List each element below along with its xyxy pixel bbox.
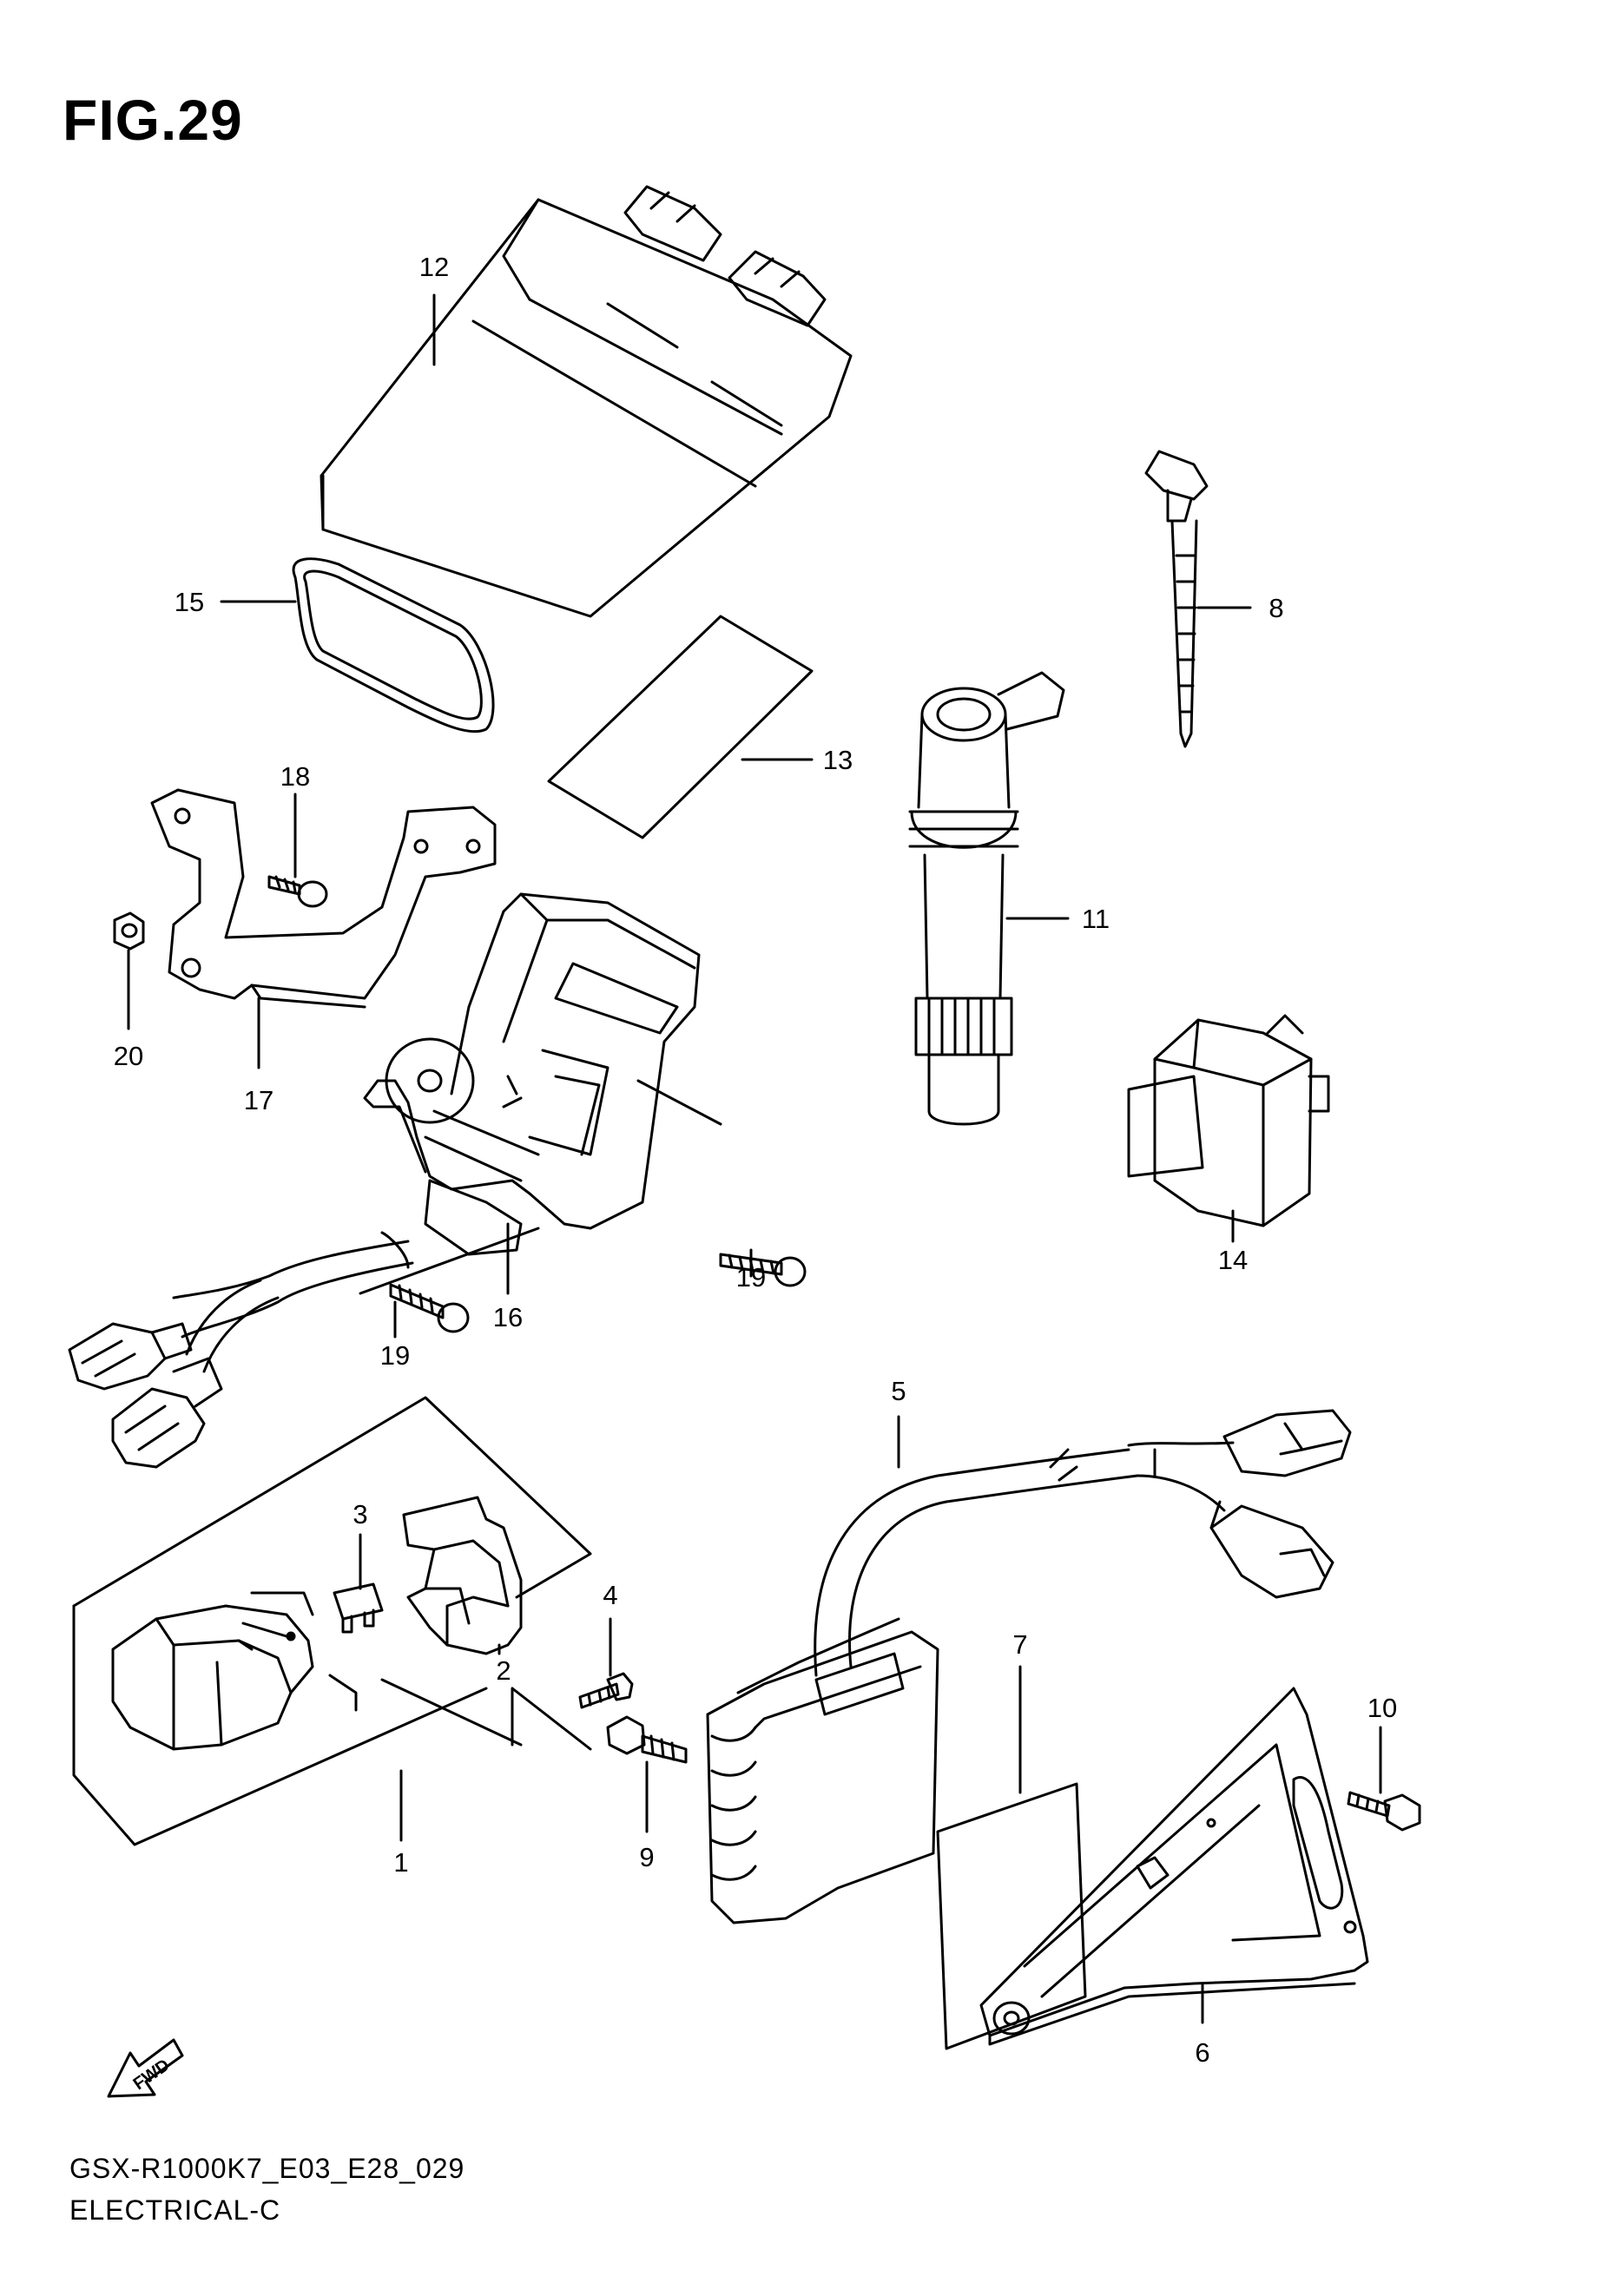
screw-part-19-a bbox=[636, 1079, 807, 1287]
relay-cover-part-2 bbox=[402, 1496, 523, 1655]
part-3-label: 3 bbox=[353, 1499, 367, 1530]
part-17-label: 17 bbox=[244, 1085, 273, 1115]
seal-part-15 bbox=[292, 557, 495, 734]
figure-title: FIG.29 bbox=[63, 88, 243, 152]
starter-relay-assembly-part-1 bbox=[72, 1396, 592, 1846]
part-14-callout: 14 bbox=[1218, 1209, 1248, 1275]
part-13-label: 13 bbox=[823, 745, 853, 775]
part-9-label: 9 bbox=[639, 1842, 654, 1872]
part-19-callout-a: 19 bbox=[736, 1248, 766, 1293]
screw-part-19-b bbox=[359, 1227, 540, 1333]
part-15-callout: 15 bbox=[175, 587, 297, 617]
part-12-label: 12 bbox=[419, 252, 449, 282]
part-8-label: 8 bbox=[1268, 593, 1283, 623]
model-code: GSX-R1000K7_E03_E28_029 bbox=[69, 2153, 465, 2184]
part-5-label: 5 bbox=[891, 1376, 906, 1406]
part-8-callout: 8 bbox=[1196, 593, 1284, 623]
part-20-label: 20 bbox=[114, 1041, 143, 1071]
part-18-callout: 18 bbox=[280, 761, 310, 878]
part-16-label: 16 bbox=[493, 1302, 523, 1332]
part-5-callout: 5 bbox=[891, 1376, 906, 1469]
part-19-callout-b: 19 bbox=[380, 1300, 410, 1371]
regulator-part-5 bbox=[706, 1409, 1352, 1924]
part-11-label: 11 bbox=[1082, 904, 1110, 934]
part-17-callout: 17 bbox=[244, 997, 273, 1115]
part-2-label: 2 bbox=[496, 1655, 511, 1686]
part-1-label: 1 bbox=[393, 1847, 408, 1878]
part-6-label: 6 bbox=[1195, 2037, 1209, 2068]
part-9-callout: 9 bbox=[639, 1760, 655, 1872]
bracket-part-6 bbox=[979, 1687, 1369, 2046]
part-10-label: 10 bbox=[1367, 1693, 1397, 1723]
part-11-callout: 11 bbox=[1005, 904, 1110, 934]
sensor-part-16 bbox=[68, 892, 701, 1469]
part-14-label: 14 bbox=[1218, 1245, 1248, 1275]
ecu-part-12 bbox=[320, 185, 853, 618]
part-4-label: 4 bbox=[603, 1580, 617, 1610]
part-4-callout: 4 bbox=[603, 1580, 618, 1677]
part-16-callout: 16 bbox=[493, 1222, 523, 1332]
bolt-part-9 bbox=[606, 1715, 688, 1764]
part-13-callout: 13 bbox=[741, 745, 853, 775]
part-20-callout: 20 bbox=[114, 949, 143, 1071]
pad-part-13 bbox=[547, 615, 814, 839]
part-6-callout: 6 bbox=[1195, 1982, 1210, 2068]
bolt-part-4 bbox=[578, 1672, 634, 1709]
relay-part-14 bbox=[1127, 1014, 1330, 1227]
nut-part-20 bbox=[113, 911, 145, 951]
section-name: ELECTRICAL-C bbox=[69, 2194, 281, 2226]
part-7-label: 7 bbox=[1012, 1629, 1027, 1660]
bolt-part-10 bbox=[1347, 1791, 1421, 1832]
part-3-callout: 3 bbox=[353, 1499, 368, 1590]
part-19-label-b: 19 bbox=[380, 1340, 410, 1371]
part-1-callout: 1 bbox=[393, 1769, 409, 1878]
bracket-part-17 bbox=[150, 788, 497, 1009]
part-10-callout: 10 bbox=[1367, 1693, 1397, 1794]
part-18-label: 18 bbox=[280, 761, 310, 792]
fwd-arrow-icon: FWD bbox=[107, 2038, 184, 2098]
part-19-label-a: 19 bbox=[736, 1262, 766, 1293]
fuse-part-3 bbox=[333, 1582, 384, 1634]
pad-part-7 bbox=[936, 1782, 1087, 2050]
part-12-callout: 12 bbox=[419, 252, 449, 366]
part-7-callout: 7 bbox=[1012, 1629, 1028, 1794]
part-2-callout: 2 bbox=[496, 1643, 511, 1686]
ignition-coil-part-11 bbox=[908, 671, 1065, 1126]
bolt-part-18 bbox=[267, 875, 328, 908]
part-15-label: 15 bbox=[175, 587, 204, 617]
cable-tie-part-8 bbox=[1144, 450, 1209, 748]
